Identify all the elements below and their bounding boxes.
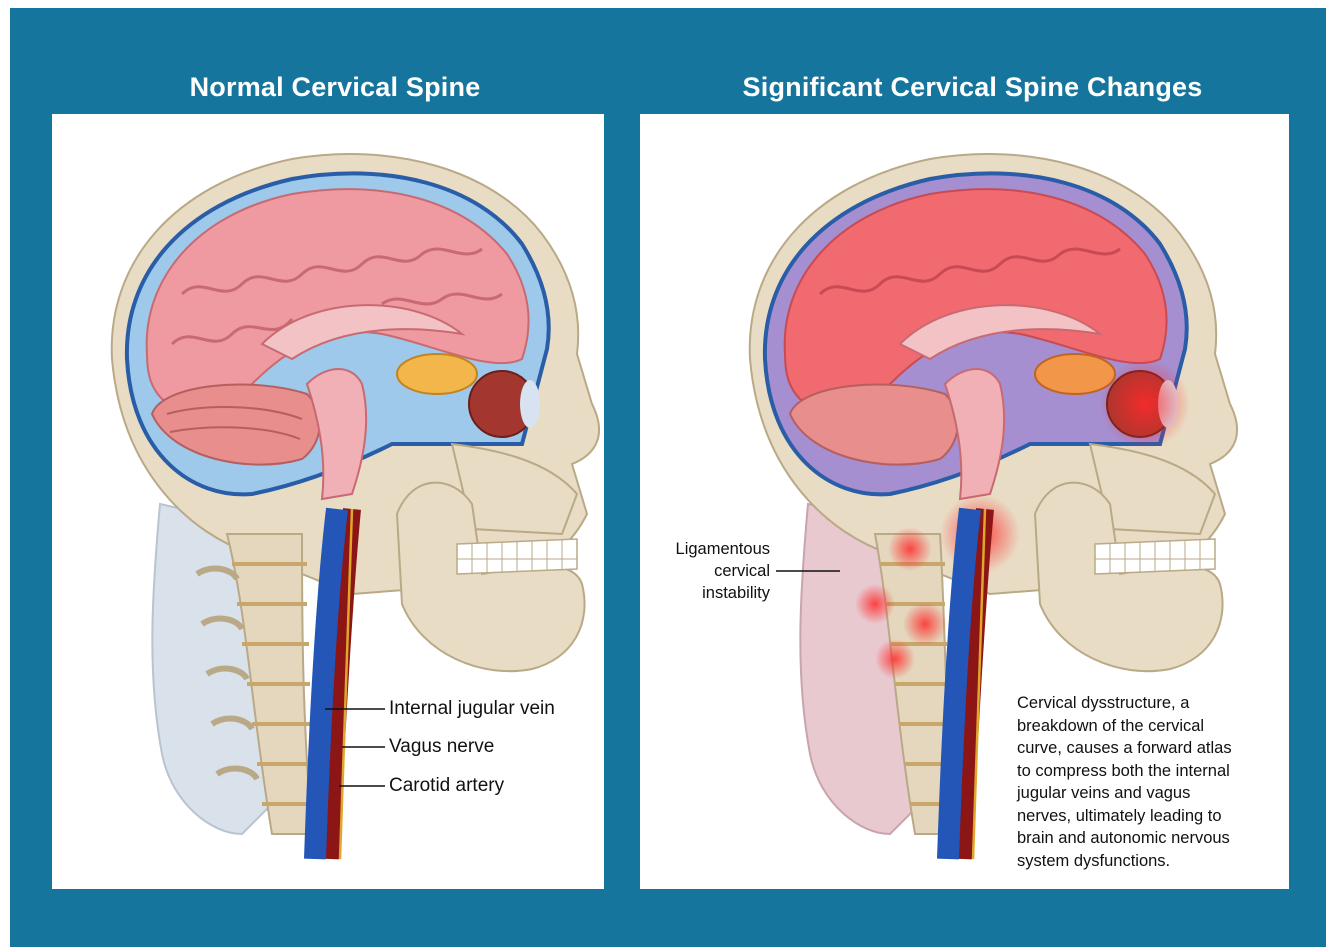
head-anatomy xyxy=(112,154,599,859)
description-line: brain and autonomic nervous xyxy=(1017,827,1282,850)
description-line: to compress both the internal xyxy=(1017,760,1282,783)
ligamentous-label-line2: cervical xyxy=(640,562,770,581)
vagus-nerve-label: Vagus nerve xyxy=(389,736,494,758)
normal-head-illustration xyxy=(52,114,604,889)
description-text: Cervical dysstructure, a breakdown of th… xyxy=(1017,692,1282,872)
description-line: Cervical dysstructure, a xyxy=(1017,692,1282,715)
description-line: breakdown of the cervical xyxy=(1017,715,1282,738)
description-line: curve, causes a forward atlas xyxy=(1017,737,1282,760)
internal-jugular-vein-label: Internal jugular vein xyxy=(389,698,555,720)
left-panel: Internal jugular vein Vagus nerve Caroti… xyxy=(52,114,604,889)
carotid-artery-label: Carotid artery xyxy=(389,775,504,797)
left-panel-title: Normal Cervical Spine xyxy=(60,72,610,103)
description-line: system dysfunctions. xyxy=(1017,850,1282,873)
right-panel: Ligamentous cervical instability Cervica… xyxy=(640,114,1289,889)
right-panel-title: Significant Cervical Spine Changes xyxy=(640,72,1305,103)
description-line: nerves, ultimately leading to xyxy=(1017,805,1282,828)
ligamentous-label-line3: instability xyxy=(640,584,770,603)
description-line: jugular veins and vagus xyxy=(1017,782,1282,805)
ligamentous-label-line1: Ligamentous xyxy=(640,540,770,559)
